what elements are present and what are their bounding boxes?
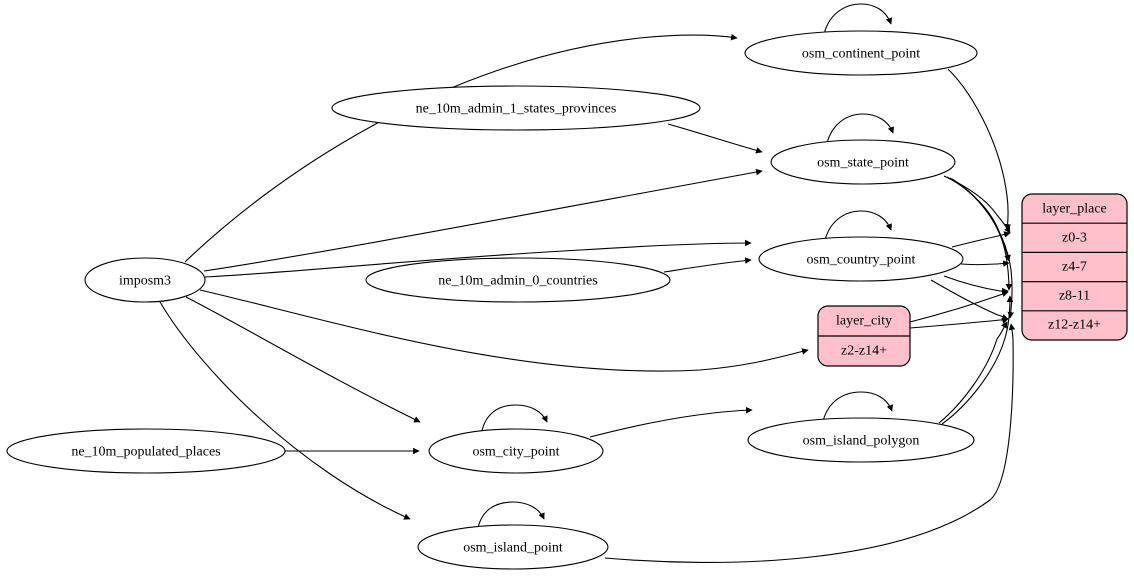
record-row-layer_city-title: layer_city xyxy=(836,314,892,329)
edge-self-osm_state_point xyxy=(825,113,894,149)
node-label-osm_continent_point: osm_continent_point xyxy=(802,47,920,62)
node-ne_10m_populated_places[interactable]: ne_10m_populated_places xyxy=(6,428,286,474)
edge-imposm3-to-osm_continent_point xyxy=(184,33,738,263)
edge-osm_island_polygon-to-layer_place-z12-z14 xyxy=(938,321,1008,424)
record-row-layer_place-z12-z14[interactable]: z12-z14+ xyxy=(1048,318,1101,333)
record-row-layer_place-z4-7[interactable]: z4-7 xyxy=(1062,260,1087,275)
node-ellipse-osm_country_point[interactable] xyxy=(758,236,964,282)
node-osm_country_point[interactable]: osm_country_point xyxy=(758,236,964,282)
edge-imposm3-to-layer_city xyxy=(199,289,809,372)
node-osm_island_point[interactable]: osm_island_point xyxy=(417,524,609,570)
node-ellipse-ne_places[interactable] xyxy=(6,428,286,474)
node-label-imposm3: imposm3 xyxy=(119,274,171,289)
node-ellipse-imposm3[interactable] xyxy=(84,257,206,303)
node-ellipse-osm_continent_point[interactable] xyxy=(744,30,978,76)
record-row-layer_place-z8-11[interactable]: z8-11 xyxy=(1059,289,1090,304)
edge-imposm3-to-osm_city_point xyxy=(185,296,421,423)
node-ellipse-osm_island_polygon[interactable] xyxy=(747,417,975,463)
edge-ne_states-to-osm_state_point xyxy=(667,123,763,154)
edge-layer xyxy=(159,3,1016,563)
node-label-osm_city_point: osm_city_point xyxy=(472,445,559,460)
node-osm_state_point[interactable]: osm_state_point xyxy=(770,139,956,185)
edge-self-osm_island_point xyxy=(476,501,545,534)
node-ellipse-ne_countries[interactable] xyxy=(365,257,671,303)
record-row-layer_city-z2-z14[interactable]: z2-z14+ xyxy=(841,344,887,359)
edge-osm_island_polygon-to-layer_place-z8-11 xyxy=(941,295,1014,425)
record-layer: layer_place z0-3 z4-7 z8-11 z12-z14+ lay… xyxy=(817,193,1128,367)
edge-osm_continent_point-to-layer_place-z0-3 xyxy=(947,68,1012,231)
node-label-ne_countries: ne_10m_admin_0_countries xyxy=(438,274,597,289)
edge-osm_country_point-to-layer_place-z0-3 xyxy=(951,231,1011,248)
edge-self-osm_continent_point xyxy=(822,3,893,40)
node-label-osm_island_point: osm_island_point xyxy=(463,541,563,556)
node-label-osm_country_point: osm_country_point xyxy=(807,253,916,268)
edge-self-osm_island_polygon xyxy=(821,391,893,427)
node-label-osm_state_point: osm_state_point xyxy=(817,156,909,171)
edge-layer_city-to-layer_place-z12-z14 xyxy=(909,317,1009,329)
node-ellipse-osm_city_point[interactable] xyxy=(428,428,604,474)
edge-layer_city-to-layer_place-z8-11 xyxy=(909,290,1009,323)
node-label-ne_places: ne_10m_populated_places xyxy=(71,445,220,460)
node-label-ne_states: ne_10m_admin_1_states_provinces xyxy=(416,102,617,117)
node-ellipse-osm_island_point[interactable] xyxy=(417,524,609,570)
record-box-layer_place[interactable] xyxy=(1021,193,1128,341)
record-row-layer_place-title: layer_place xyxy=(1042,202,1107,217)
edge-imposm3-to-osm_country_point xyxy=(204,239,752,278)
node-ellipse-osm_state_point[interactable] xyxy=(770,139,956,185)
edge-osm_country_point-to-layer_place-z4-7 xyxy=(960,260,1010,267)
node-osm_island_polygon[interactable]: osm_island_polygon xyxy=(747,417,975,463)
node-osm_city_point[interactable]: osm_city_point xyxy=(428,428,604,474)
node-ne_10m_admin_0_countries[interactable]: ne_10m_admin_0_countries xyxy=(365,257,671,303)
node-imposm3[interactable]: imposm3 xyxy=(84,257,206,303)
edge-osm_island_point-to-layer_place-z12-z14 xyxy=(604,323,1016,563)
edge-self-osm_country_point xyxy=(823,210,892,246)
node-ellipse-ne_states[interactable] xyxy=(331,85,701,131)
node-osm_continent_point[interactable]: osm_continent_point xyxy=(744,30,978,76)
edge-imposm3-to-osm_island_point xyxy=(159,301,411,520)
edge-osm_city_point-to-osm_island_polygon xyxy=(589,406,753,438)
edge-self-osm_city_point xyxy=(480,404,548,437)
edge-ne_countries-to-osm_country_point xyxy=(663,257,752,273)
edge-osm_state_point-to-layer_place-z0-3 xyxy=(943,175,1011,234)
node-layer_city[interactable]: layer_city z2-z14+ xyxy=(817,305,911,367)
node-ne_10m_admin_1_states_provinces[interactable]: ne_10m_admin_1_states_provinces xyxy=(331,85,701,131)
node-label-osm_island_polygon: osm_island_polygon xyxy=(803,434,920,449)
node-layer: imposm3 ne_10m_admin_1_states_provinces … xyxy=(6,30,978,570)
edge-osm_country_point-to-layer_place-z8-11 xyxy=(943,275,1009,295)
record-row-layer_place-z0-3[interactable]: z0-3 xyxy=(1062,231,1087,246)
edge-imposm3-to-osm_state_point xyxy=(203,168,763,272)
node-layer_place[interactable]: layer_place z0-3 z4-7 z8-11 z12-z14+ xyxy=(1021,193,1128,341)
